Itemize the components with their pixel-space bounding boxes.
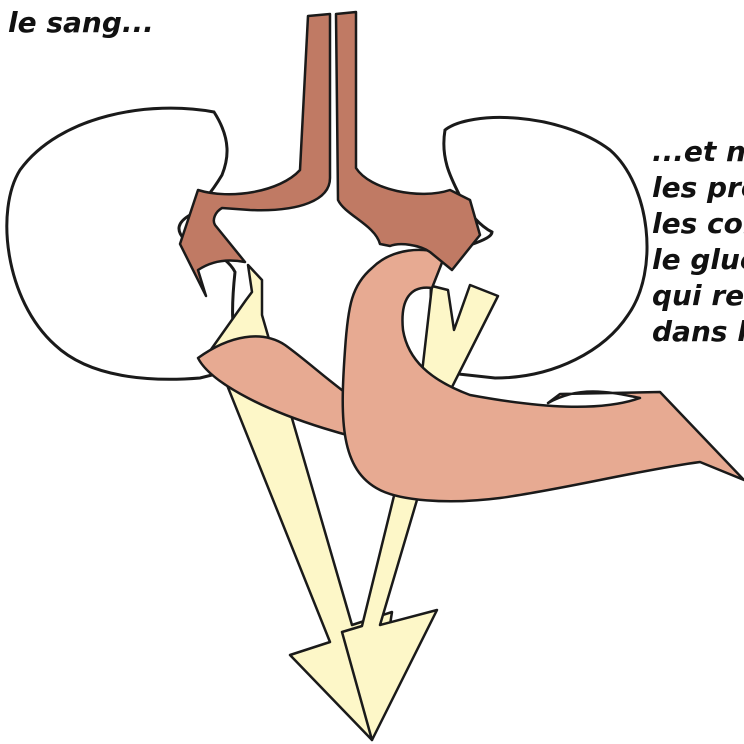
label-reabsorbed-substances: ...et n les pro les cor le gluc qui rei … [652, 134, 744, 350]
label-blood: le sang... [8, 6, 154, 39]
label-line: dans l [652, 314, 744, 350]
label-line: qui rei [652, 278, 744, 314]
label-line: les pro [652, 170, 744, 206]
label-line: le gluc [652, 242, 744, 278]
label-line: les cor [652, 206, 744, 242]
label-line: ...et n [652, 134, 744, 170]
